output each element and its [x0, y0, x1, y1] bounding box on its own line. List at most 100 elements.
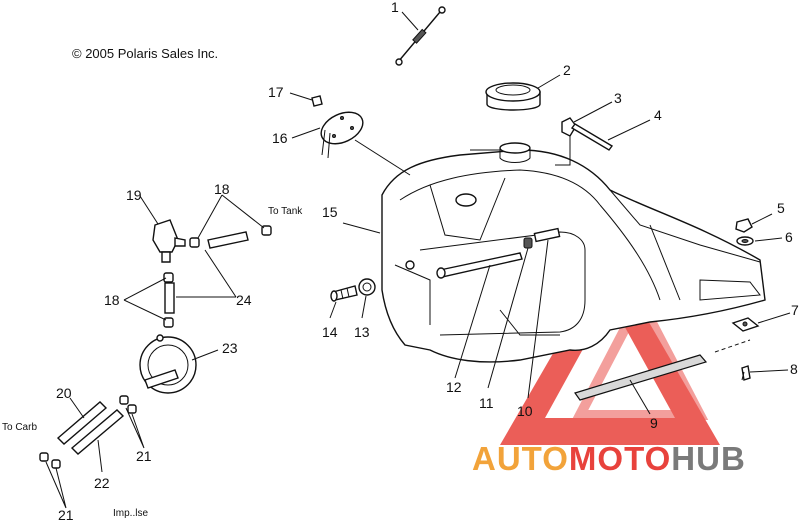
grommet — [358, 278, 376, 296]
pump-diaphragm — [147, 344, 189, 386]
callout-19: 19 — [126, 187, 142, 203]
callout-22: 22 — [94, 475, 110, 491]
tank-outline — [381, 149, 766, 363]
copyright-text: © 2005 Polaris Sales Inc. — [72, 46, 218, 61]
watermark-auto: AUTO — [472, 440, 569, 477]
part-21-clamps — [39, 395, 137, 469]
tank-vent-port — [455, 193, 477, 207]
callout-6: 6 — [785, 229, 793, 245]
callout-11: 11 — [479, 395, 494, 411]
fitting-threads — [340, 287, 350, 300]
callout-13: 13 — [354, 324, 370, 340]
sender-hole-3 — [332, 134, 336, 138]
callout-20: 20 — [56, 385, 72, 401]
part-4-rod — [570, 123, 614, 151]
watermark-triangle-icon — [500, 255, 720, 445]
callout-9: 9 — [650, 415, 658, 431]
part-2-fuel-cap — [485, 82, 541, 111]
callout-4: 4 — [654, 107, 662, 123]
washer-hole — [741, 239, 749, 243]
tank-rear-bracket — [699, 279, 761, 301]
part-5-nut — [735, 218, 753, 233]
part-3-bracket — [555, 117, 577, 166]
callout-5: 5 — [777, 200, 785, 216]
tank-mount-hole — [405, 260, 415, 270]
bracket-clip — [561, 117, 577, 137]
part-14-fitting — [330, 285, 358, 302]
part-12-tube — [436, 252, 523, 279]
clamp-21c — [39, 452, 49, 462]
callout-1: 1 — [391, 0, 399, 15]
tank-right-shelf — [609, 189, 761, 263]
note-to-tank: To Tank — [268, 206, 303, 217]
callout-18-upper: 18 — [214, 181, 230, 197]
bolt-head — [741, 365, 751, 381]
callout-3: 3 — [614, 90, 622, 106]
note-to-carb: To Carb — [2, 422, 37, 433]
valve-body — [152, 219, 179, 253]
callout-23: 23 — [222, 340, 238, 356]
sender-plate — [320, 111, 364, 145]
clamp-11 — [523, 237, 533, 249]
screw-17 — [311, 95, 323, 107]
watermark-logo — [500, 255, 720, 445]
callout-21-upper: 21 — [136, 448, 152, 464]
tank-lower-panel — [419, 231, 586, 336]
leader-lines — [45, 11, 791, 509]
vent-end — [395, 58, 403, 66]
clamp-21b — [127, 404, 137, 414]
hose-upper — [207, 231, 249, 249]
part-6-washer — [736, 236, 754, 246]
callout-labels: 1 2 3 4 5 6 7 8 9 10 11 12 13 14 15 16 1… — [56, 0, 799, 520]
clamp-18d — [163, 317, 174, 328]
fuel-tank — [381, 149, 766, 363]
clip-guide — [714, 339, 751, 353]
callout-15: 15 — [322, 204, 338, 220]
bracket-leader — [555, 136, 571, 166]
callout-12: 12 — [446, 379, 462, 395]
filler-neck — [470, 142, 531, 163]
part-23-fuel-pump — [139, 334, 197, 394]
pump-inlet — [156, 334, 164, 342]
clamp-18c — [163, 272, 174, 283]
callout-18-lower: 18 — [104, 292, 120, 308]
hose-22 — [70, 409, 125, 455]
part-13-grommet — [358, 278, 376, 296]
part-11-clamp — [523, 237, 533, 249]
clip-hole — [742, 321, 748, 327]
vent-clamp — [412, 28, 427, 44]
part-19-valve — [152, 219, 186, 263]
watermark-hub: HUB — [671, 440, 746, 477]
fitting-end — [330, 290, 338, 302]
grommet-hole — [362, 282, 372, 292]
tank-right-contour — [599, 204, 661, 301]
callout-10: 10 — [517, 403, 533, 419]
part-20-hose — [56, 401, 108, 445]
sender-hole-2 — [350, 126, 354, 130]
callout-14: 14 — [322, 324, 338, 340]
tank-side-line — [649, 224, 681, 301]
part-9-strap — [574, 354, 708, 401]
hose-20 — [56, 401, 108, 445]
callout-8: 8 — [790, 361, 798, 377]
sender-to-tank-line — [354, 139, 411, 176]
fuel-cap-knob — [495, 84, 531, 96]
callout-17: 17 — [268, 84, 284, 100]
part-17-screw — [311, 95, 323, 107]
watermark-moto: MOTO — [569, 440, 671, 477]
part-18-hose-upper — [163, 225, 272, 328]
clamp-18a — [189, 237, 200, 248]
callout-7: 7 — [791, 302, 799, 318]
callout-24: 24 — [236, 292, 252, 308]
valve-nipple — [161, 251, 171, 263]
watermark-wordmark: AUTOMOTOHUB — [472, 440, 746, 477]
vent-cap — [438, 6, 446, 14]
clamp-18b — [261, 225, 272, 236]
part-16-sender — [320, 111, 364, 159]
clamp-10 — [533, 227, 561, 243]
hose-24 — [164, 282, 175, 314]
tank-bottom-detail — [499, 309, 560, 336]
part-1-vent-line — [395, 6, 446, 66]
tube-12-end — [436, 267, 446, 279]
